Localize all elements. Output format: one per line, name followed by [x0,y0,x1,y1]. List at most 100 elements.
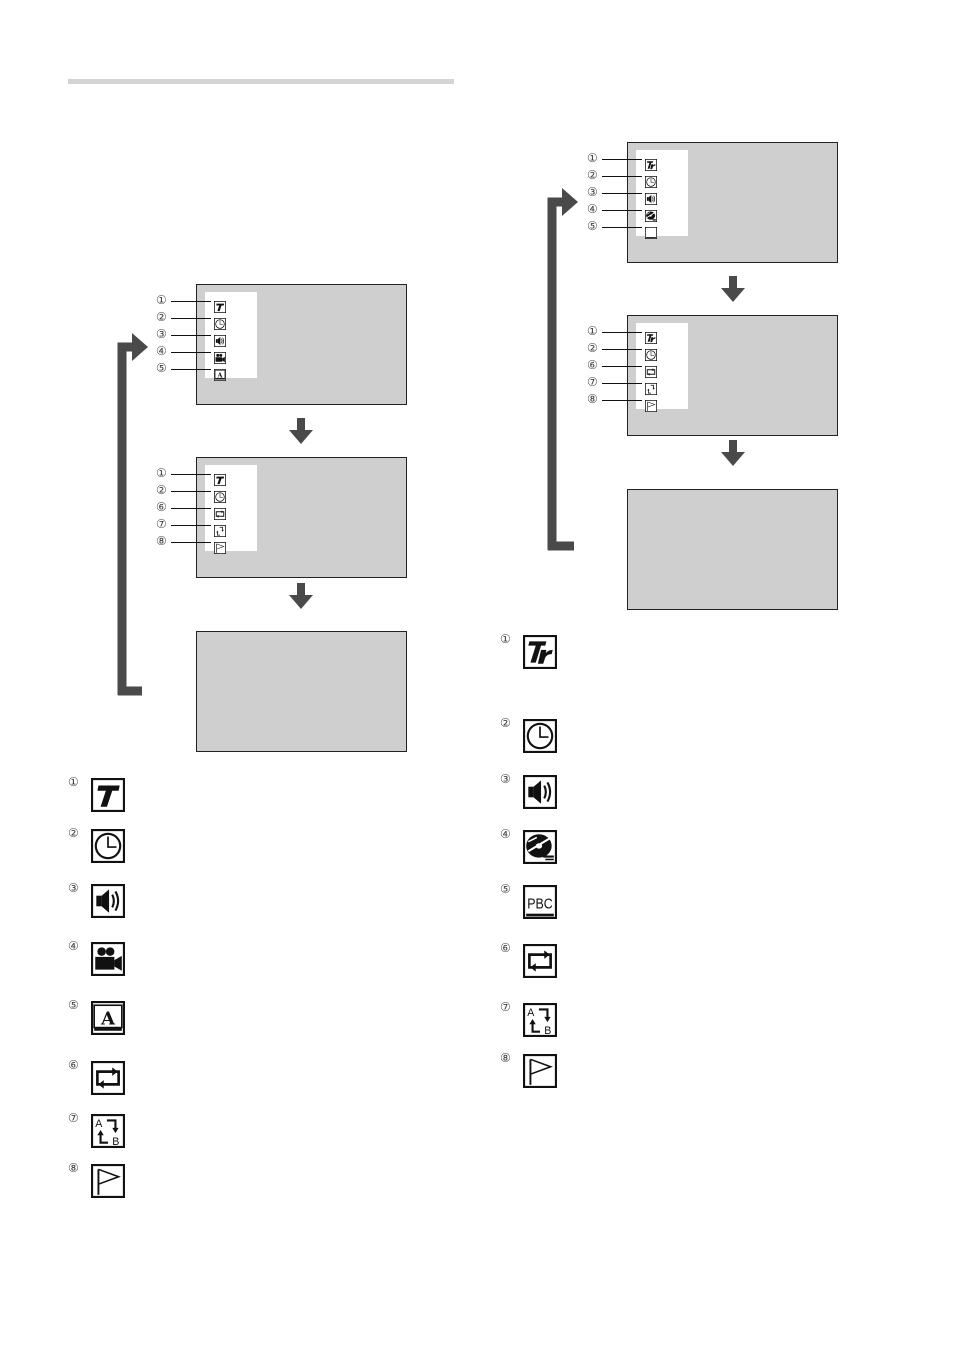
down-arrow [721,276,745,302]
legend-number: ④ [500,827,511,841]
marker-icon [91,1164,125,1198]
svg-text:A: A [217,371,223,379]
legend-number: ⑤ [68,998,79,1012]
time-icon [91,829,125,863]
title-icon [91,778,125,812]
audio-icon [91,884,125,918]
repeat-icon [214,508,228,520]
leader-line [602,332,642,333]
pbc-icon: PBC [523,885,557,919]
display-screen-1: A [196,284,407,405]
leader-line [171,542,211,543]
leader-line [602,159,642,160]
subtitle-icon: A [91,1001,125,1035]
time-icon [214,318,228,330]
svg-text:A: A [527,1007,535,1019]
callout-number: ⑤ [156,361,167,375]
callout: ① [587,151,649,165]
leader-line [171,491,211,492]
audio-icon [645,193,659,205]
callout-number: ⑥ [156,500,167,514]
angle-icon [91,942,125,976]
callout-number: ④ [156,344,167,358]
legend-number: ⑧ [500,1051,511,1065]
svg-text:PBC: PBC [527,896,553,912]
disc-icon [523,830,557,864]
repeat-icon [91,1061,125,1095]
legend-number: ② [500,716,511,730]
ab-repeat-icon: A B [91,1114,125,1148]
pbc-icon [645,227,659,239]
display-screen-off [627,489,838,610]
callout-number: ② [156,483,167,497]
callout: ⑧ [156,534,218,548]
time-icon [523,719,557,753]
callout: ① [156,466,218,480]
callout-number: ⑧ [587,392,598,406]
callout-number: ① [587,324,598,338]
leader-line [171,318,211,319]
svg-text:B: B [112,1136,119,1148]
ab-repeat-icon [214,525,228,537]
legend-number: ④ [68,939,79,953]
legend-number: ③ [68,881,79,895]
section-rule [68,79,454,84]
legend-number: ⑥ [68,1058,79,1072]
callout-number: ③ [587,185,598,199]
marker-icon [214,542,228,554]
subtitle-icon: A [214,369,228,381]
track-icon [645,332,659,344]
legend-number: ③ [500,772,511,786]
callout: ② [156,483,218,497]
ab-repeat-icon: A B [523,1003,557,1037]
callout-number: ⑧ [156,534,167,548]
callout: ⑧ [587,392,649,406]
leader-line [602,349,642,350]
track-icon [645,159,659,171]
onscreen-menu [205,465,257,554]
time-icon [645,349,659,361]
leader-line [602,227,642,228]
leader-line [602,366,642,367]
leader-line [171,369,211,370]
leader-line [602,193,642,194]
svg-text:A: A [95,1118,103,1130]
callout-number: ① [156,466,167,480]
callout-number: ② [156,310,167,324]
legend-number: ② [68,826,79,840]
onscreen-menu [636,323,688,412]
callout: ④ [587,202,649,216]
callout-number: ② [587,341,598,355]
callout: ⑦ [587,375,649,389]
callout-number: ① [587,151,598,165]
leader-line [171,352,211,353]
display-screen-2 [627,315,838,436]
leader-line [171,301,211,302]
callout: ① [156,293,218,307]
callout: ⑤ [587,219,649,233]
disc-icon [645,210,659,222]
svg-text:B: B [544,1025,551,1037]
legend-number: ⑧ [68,1161,79,1175]
callout-number: ⑥ [587,358,598,372]
marker-icon [523,1054,557,1088]
ab-repeat-icon [645,383,659,395]
legend-number: ⑤ [500,882,511,896]
track-icon [523,635,557,669]
marker-icon [645,400,659,412]
leader-line [602,400,642,401]
onscreen-menu [636,150,688,239]
callout-number: ① [156,293,167,307]
callout-number: ⑤ [587,219,598,233]
angle-icon [214,352,228,364]
callout-number: ④ [587,202,598,216]
title-icon [214,301,228,313]
title-icon [214,474,228,486]
time-icon [214,491,228,503]
callout: ② [587,168,649,182]
display-screen-1 [627,142,838,263]
leader-line [171,474,211,475]
audio-icon [214,335,228,347]
callout: ⑤ [156,361,218,375]
callout: ⑥ [156,500,218,514]
